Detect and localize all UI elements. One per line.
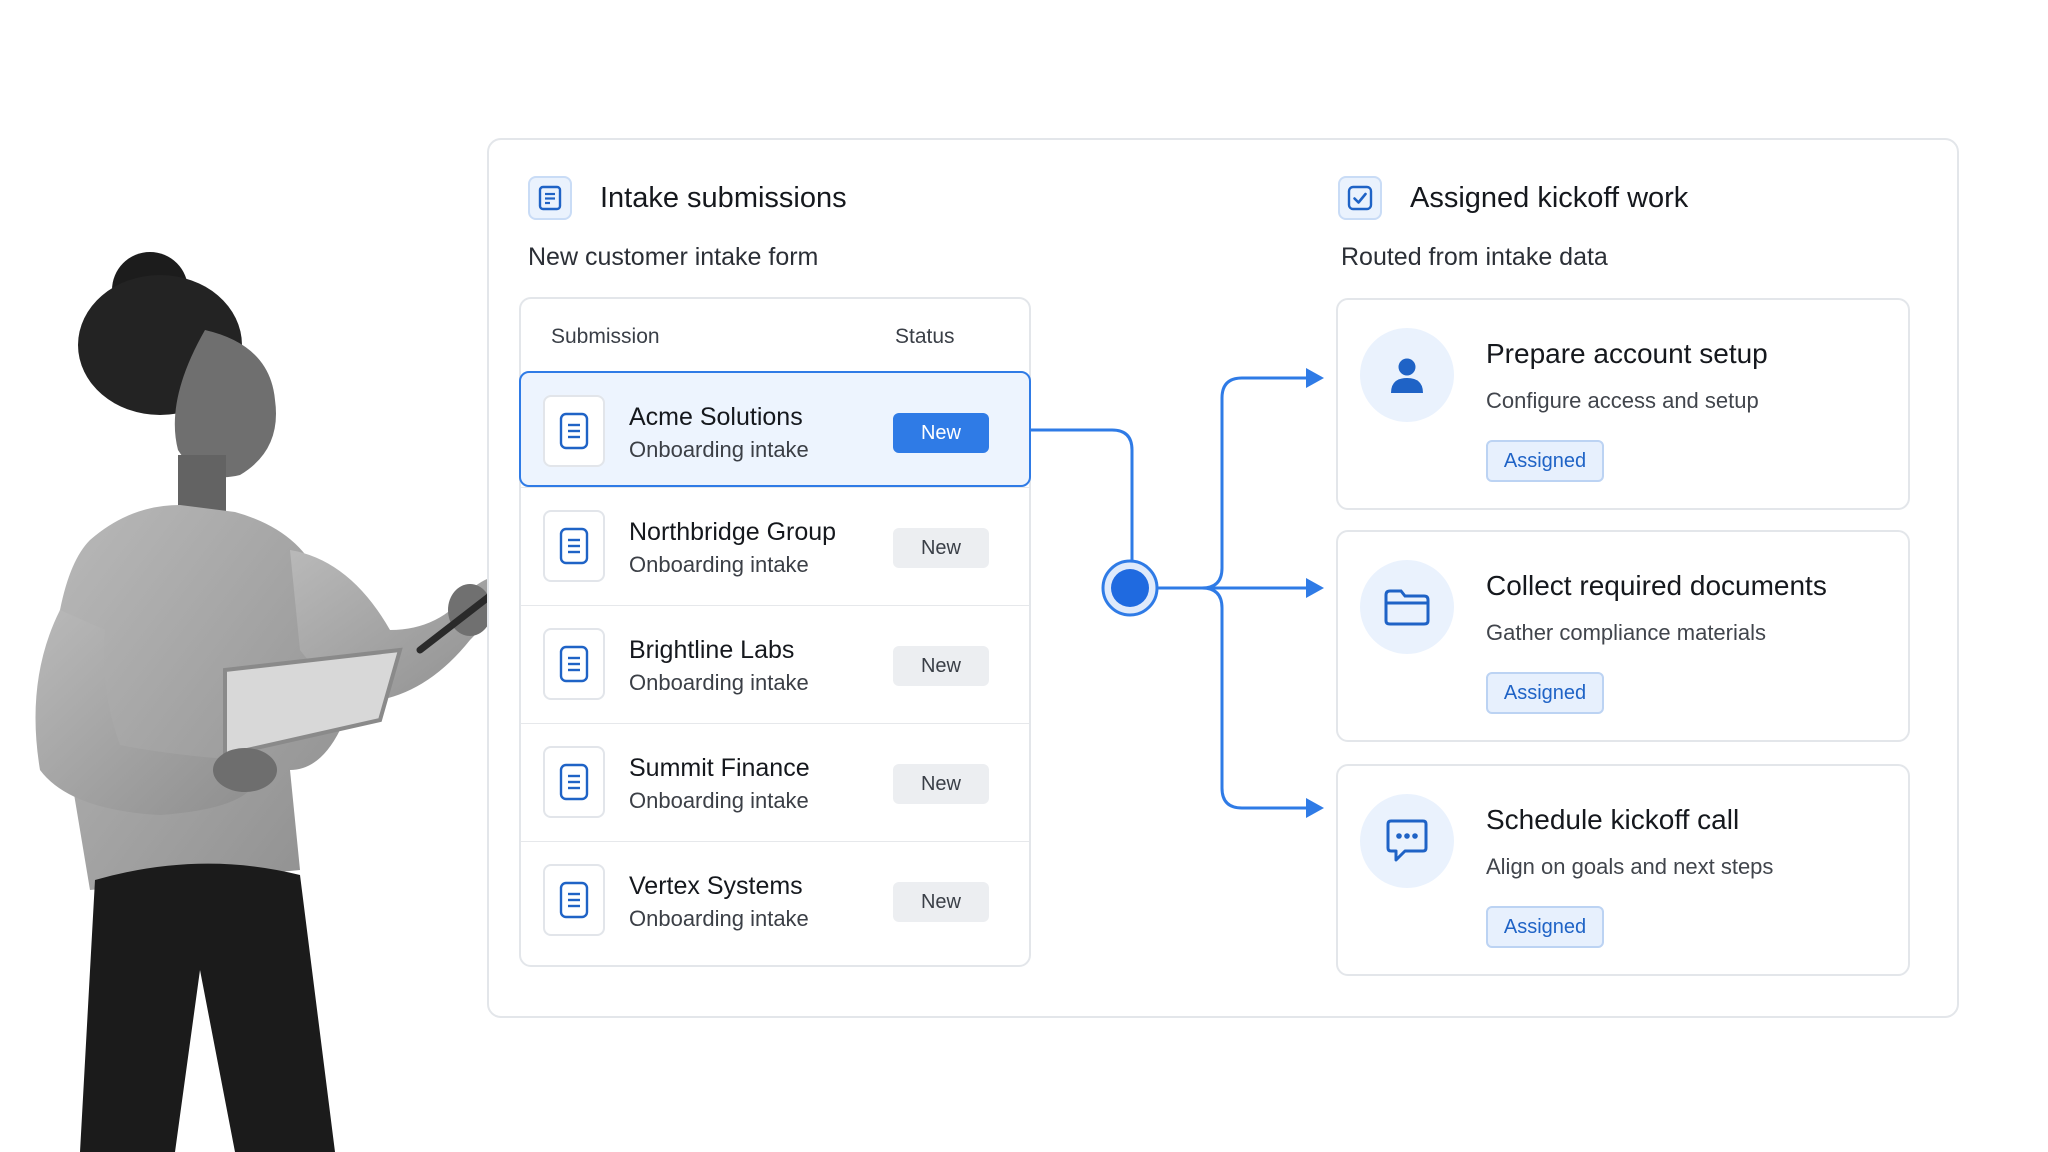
assigned-badge: Assigned xyxy=(1486,440,1604,482)
status-badge: New xyxy=(893,646,989,686)
row-desc: Onboarding intake xyxy=(629,552,809,577)
user-icon xyxy=(1360,328,1454,422)
document-icon xyxy=(543,864,605,936)
row-name: Northbridge Group xyxy=(629,518,837,546)
person-illustration xyxy=(35,252,520,1152)
submissions-table: Submission Status Acme Solutions Onboard… xyxy=(519,297,1031,967)
row-desc: Onboarding intake xyxy=(629,788,809,813)
task-desc: Configure access and setup xyxy=(1486,388,1759,413)
row-desc: Onboarding intake xyxy=(629,437,809,462)
document-icon xyxy=(543,628,605,700)
table-row-brightline-labs[interactable]: Brightline Labs Onboarding intake New xyxy=(521,605,1029,723)
row-name: Summit Finance xyxy=(629,754,810,782)
row-name: Vertex Systems xyxy=(629,872,803,900)
task-title: Collect required documents xyxy=(1486,570,1827,601)
assigned-badge: Assigned xyxy=(1486,672,1604,714)
kickoff-title: Assigned kickoff work xyxy=(1410,181,1689,214)
column-header-submission: Submission xyxy=(551,325,660,348)
chat-icon xyxy=(1360,794,1454,888)
checkbox-icon xyxy=(1338,176,1382,220)
column-header-status: Status xyxy=(895,325,955,348)
intake-header: Intake submissions xyxy=(528,176,847,220)
kickoff-header: Assigned kickoff work xyxy=(1338,176,1688,220)
document-icon xyxy=(543,510,605,582)
row-name: Acme Solutions xyxy=(629,403,803,431)
task-desc: Align on goals and next steps xyxy=(1486,854,1774,879)
status-badge: New xyxy=(893,882,989,922)
document-icon xyxy=(543,746,605,818)
status-badge: New xyxy=(893,528,989,568)
task-title: Schedule kickoff call xyxy=(1486,804,1740,835)
row-name: Brightline Labs xyxy=(629,636,795,664)
task-title: Prepare account setup xyxy=(1486,338,1768,369)
document-icon xyxy=(543,395,605,467)
table-row-acme-solutions[interactable]: Acme Solutions Onboarding intake New xyxy=(519,371,1031,487)
row-desc: Onboarding intake xyxy=(629,906,809,931)
form-icon xyxy=(528,176,572,220)
intake-title: Intake submissions xyxy=(600,181,847,214)
task-card-schedule-kickoff-call[interactable]: Schedule kickoff call Align on goals and… xyxy=(1336,764,1910,976)
table-row-summit-finance[interactable]: Summit Finance Onboarding intake New xyxy=(521,723,1029,841)
folder-icon xyxy=(1360,560,1454,654)
status-badge: New xyxy=(893,764,989,804)
task-card-collect-required-documents[interactable]: Collect required documents Gather compli… xyxy=(1336,530,1910,742)
status-badge: New xyxy=(893,413,989,453)
table-row-northbridge-group[interactable]: Northbridge Group Onboarding intake New xyxy=(521,487,1029,605)
row-desc: Onboarding intake xyxy=(629,670,809,695)
kickoff-subtitle: Routed from intake data xyxy=(1341,243,1608,271)
table-row-vertex-systems[interactable]: Vertex Systems Onboarding intake New xyxy=(521,841,1029,959)
task-card-prepare-account-setup[interactable]: Prepare account setup Configure access a… xyxy=(1336,298,1910,510)
task-desc: Gather compliance materials xyxy=(1486,620,1767,645)
assigned-badge: Assigned xyxy=(1486,906,1604,948)
intake-subtitle: New customer intake form xyxy=(528,243,819,271)
